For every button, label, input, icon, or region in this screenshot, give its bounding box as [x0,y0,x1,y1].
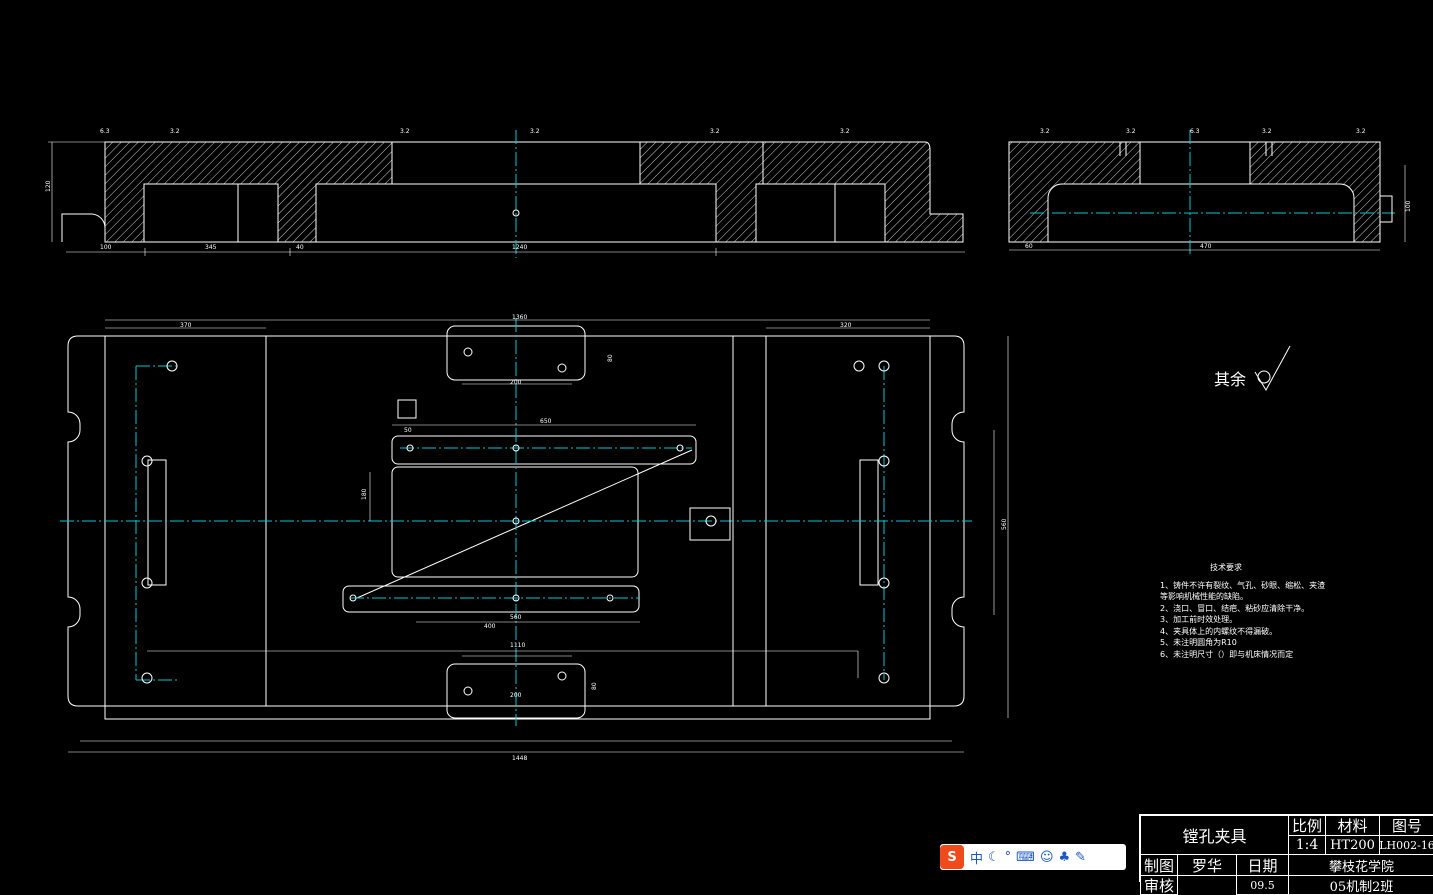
plan-view: 1448 1360 370 320 1110 650 560 400 200 2… [60,314,1009,762]
svg-text:120: 120 [45,180,52,192]
date-label: 日期 [1236,854,1289,876]
svg-text:100: 100 [1405,200,1412,212]
drawn-by-name: 罗华 [1177,854,1237,876]
svg-text:3.2: 3.2 [1262,128,1272,135]
tech-req-line: 等影响机械性能的缺陷。 [1160,592,1248,601]
drawing-no-value: LH002-16 [1379,835,1433,855]
material-value: HT200 [1325,835,1380,855]
tech-req-line: 1、铸件不许有裂纹、气孔、砂眼、缩松、夹渣 [1160,580,1326,590]
school-name: 攀枝花学院 [1288,854,1433,876]
svg-text:345: 345 [205,244,217,251]
roughness-note: 其余 [1214,370,1247,389]
tech-req-line: 4、夹具体上的内螺纹不得漏破。 [1160,626,1278,636]
svg-text:3.2: 3.2 [1356,128,1366,135]
svg-text:180: 180 [361,488,368,500]
moon-icon[interactable]: ☾ [988,849,1000,865]
svg-text:3.2: 3.2 [170,128,180,135]
svg-text:1448: 1448 [512,755,527,762]
svg-text:6.3: 6.3 [1190,128,1200,135]
svg-text:100: 100 [100,244,112,251]
tech-req-line: 2、浇口、冒口、结疤、粘砂应清除干净。 [1160,603,1310,613]
ime-language-toggle[interactable]: 中 [970,851,984,867]
class-name: 05机制2班 [1288,875,1433,895]
svg-text:650: 650 [540,418,552,425]
svg-text:50: 50 [404,427,412,434]
drawn-by-label: 制图 [1140,854,1178,876]
roughness-symbol [1254,345,1291,391]
scale-header: 比例 [1288,815,1326,836]
side-section-view: 470 60 100 3.2 3.2 6.3 3.2 3.2 [1008,128,1412,256]
svg-text:80: 80 [607,354,614,362]
svg-text:400: 400 [484,623,496,630]
svg-text:3.2: 3.2 [1040,128,1050,135]
svg-text:80: 80 [591,682,598,690]
technical-requirements: 技术要求 1、铸件不许有裂纹、气孔、砂眼、缩松、夹渣 等影响机械性能的缺陷。 2… [1160,562,1325,660]
sogou-logo-icon[interactable]: S [940,845,964,869]
user-icon[interactable]: ☺ [1039,849,1054,865]
scale-value: 1:4 [1288,835,1326,855]
svg-text:560: 560 [510,614,522,621]
svg-text:1360: 1360 [512,314,527,321]
svg-text:3.2: 3.2 [400,128,410,135]
svg-text:200: 200 [510,379,522,386]
svg-text:1240: 1240 [512,244,527,251]
svg-text:560: 560 [1001,518,1008,530]
svg-text:200: 200 [510,692,522,699]
wrench-icon[interactable]: ✎ [1075,849,1087,865]
svg-text:3.2: 3.2 [530,128,540,135]
svg-text:60: 60 [1025,243,1033,250]
tech-req-line: 5、未注明圆角为R10 [1160,638,1237,647]
date-value: 09.5 [1236,875,1289,895]
tech-req-line: 6、未注明尺寸（）即与机床情况而定 [1160,649,1294,659]
svg-text:1110: 1110 [510,642,525,649]
svg-text:370: 370 [180,322,192,329]
svg-text:470: 470 [1200,243,1212,250]
title-block: 镗孔夹具 比例 材料 图号 1:4 HT200 LH002-16 制图 罗华 日… [1139,814,1433,895]
drawing-no-header: 图号 [1379,815,1433,836]
svg-text:3.2: 3.2 [1126,128,1136,135]
review-label: 审核 [1140,875,1178,895]
material-header: 材料 [1325,815,1380,836]
punctuation-icon[interactable]: ° [1004,849,1012,865]
part-name: 镗孔夹具 [1140,815,1289,855]
shirt-icon[interactable]: ♣ [1058,849,1071,865]
tech-requirements-title: 技术要求 [1210,563,1242,572]
svg-text:320: 320 [840,322,852,329]
svg-text:40: 40 [296,244,304,251]
tech-req-line: 3、加工前时效处理。 [1160,615,1238,624]
svg-text:6.3: 6.3 [100,128,110,135]
keyboard-icon[interactable]: ⌨ [1016,849,1035,865]
ime-toolbar[interactable]: S 中 ☾ ° ⌨ ☺ ♣ ✎ [940,844,1126,870]
svg-text:3.2: 3.2 [710,128,720,135]
svg-text:3.2: 3.2 [840,128,850,135]
front-section-view: 100 345 40 1240 120 6.3 3.2 3.2 3.2 3.2 … [45,128,965,258]
